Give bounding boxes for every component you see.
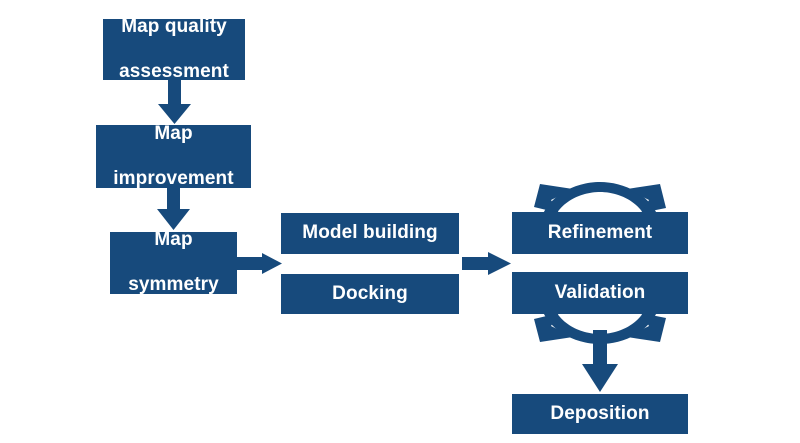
node-refinement[interactable]: Refinement xyxy=(512,212,688,254)
arrow-model-building-to-refinement xyxy=(462,252,511,275)
node-deposition[interactable]: Deposition xyxy=(512,394,688,434)
node-label: Docking xyxy=(332,282,408,304)
node-label: Validation xyxy=(554,281,646,303)
arrow-cycle-to-deposition xyxy=(582,330,618,392)
node-label-line1: Map xyxy=(154,229,193,251)
arrow-map-quality-to-map-improvement xyxy=(158,80,191,124)
cycle-arc-bottom xyxy=(534,296,666,344)
node-map-symmetry[interactable]: Map symmetry xyxy=(110,229,237,296)
node-docking[interactable]: Docking xyxy=(281,274,459,314)
node-label: Model building xyxy=(302,222,438,244)
node-model-building[interactable]: Model building xyxy=(281,213,459,254)
node-label: Refinement xyxy=(547,221,653,243)
node-label-line2: assessment xyxy=(119,60,229,82)
node-label-line1: Map quality xyxy=(121,15,227,37)
node-label-line1: Map xyxy=(154,122,193,144)
node-map-quality-assessment[interactable]: Map quality assessment xyxy=(103,16,245,83)
node-label: Map quality assessment xyxy=(103,16,245,83)
node-label: Map symmetry xyxy=(110,229,237,296)
arrow-map-symmetry-to-model-building xyxy=(237,253,282,274)
node-validation[interactable]: Validation xyxy=(512,272,688,314)
node-label-line2: symmetry xyxy=(128,274,219,296)
cycle-arc-top xyxy=(534,182,666,230)
node-label: Deposition xyxy=(550,402,650,424)
arrow-map-improvement-to-map-symmetry xyxy=(157,188,190,230)
node-label: Map improvement xyxy=(96,123,251,190)
node-label-line2: improvement xyxy=(113,167,234,189)
node-map-improvement[interactable]: Map improvement xyxy=(96,123,251,190)
